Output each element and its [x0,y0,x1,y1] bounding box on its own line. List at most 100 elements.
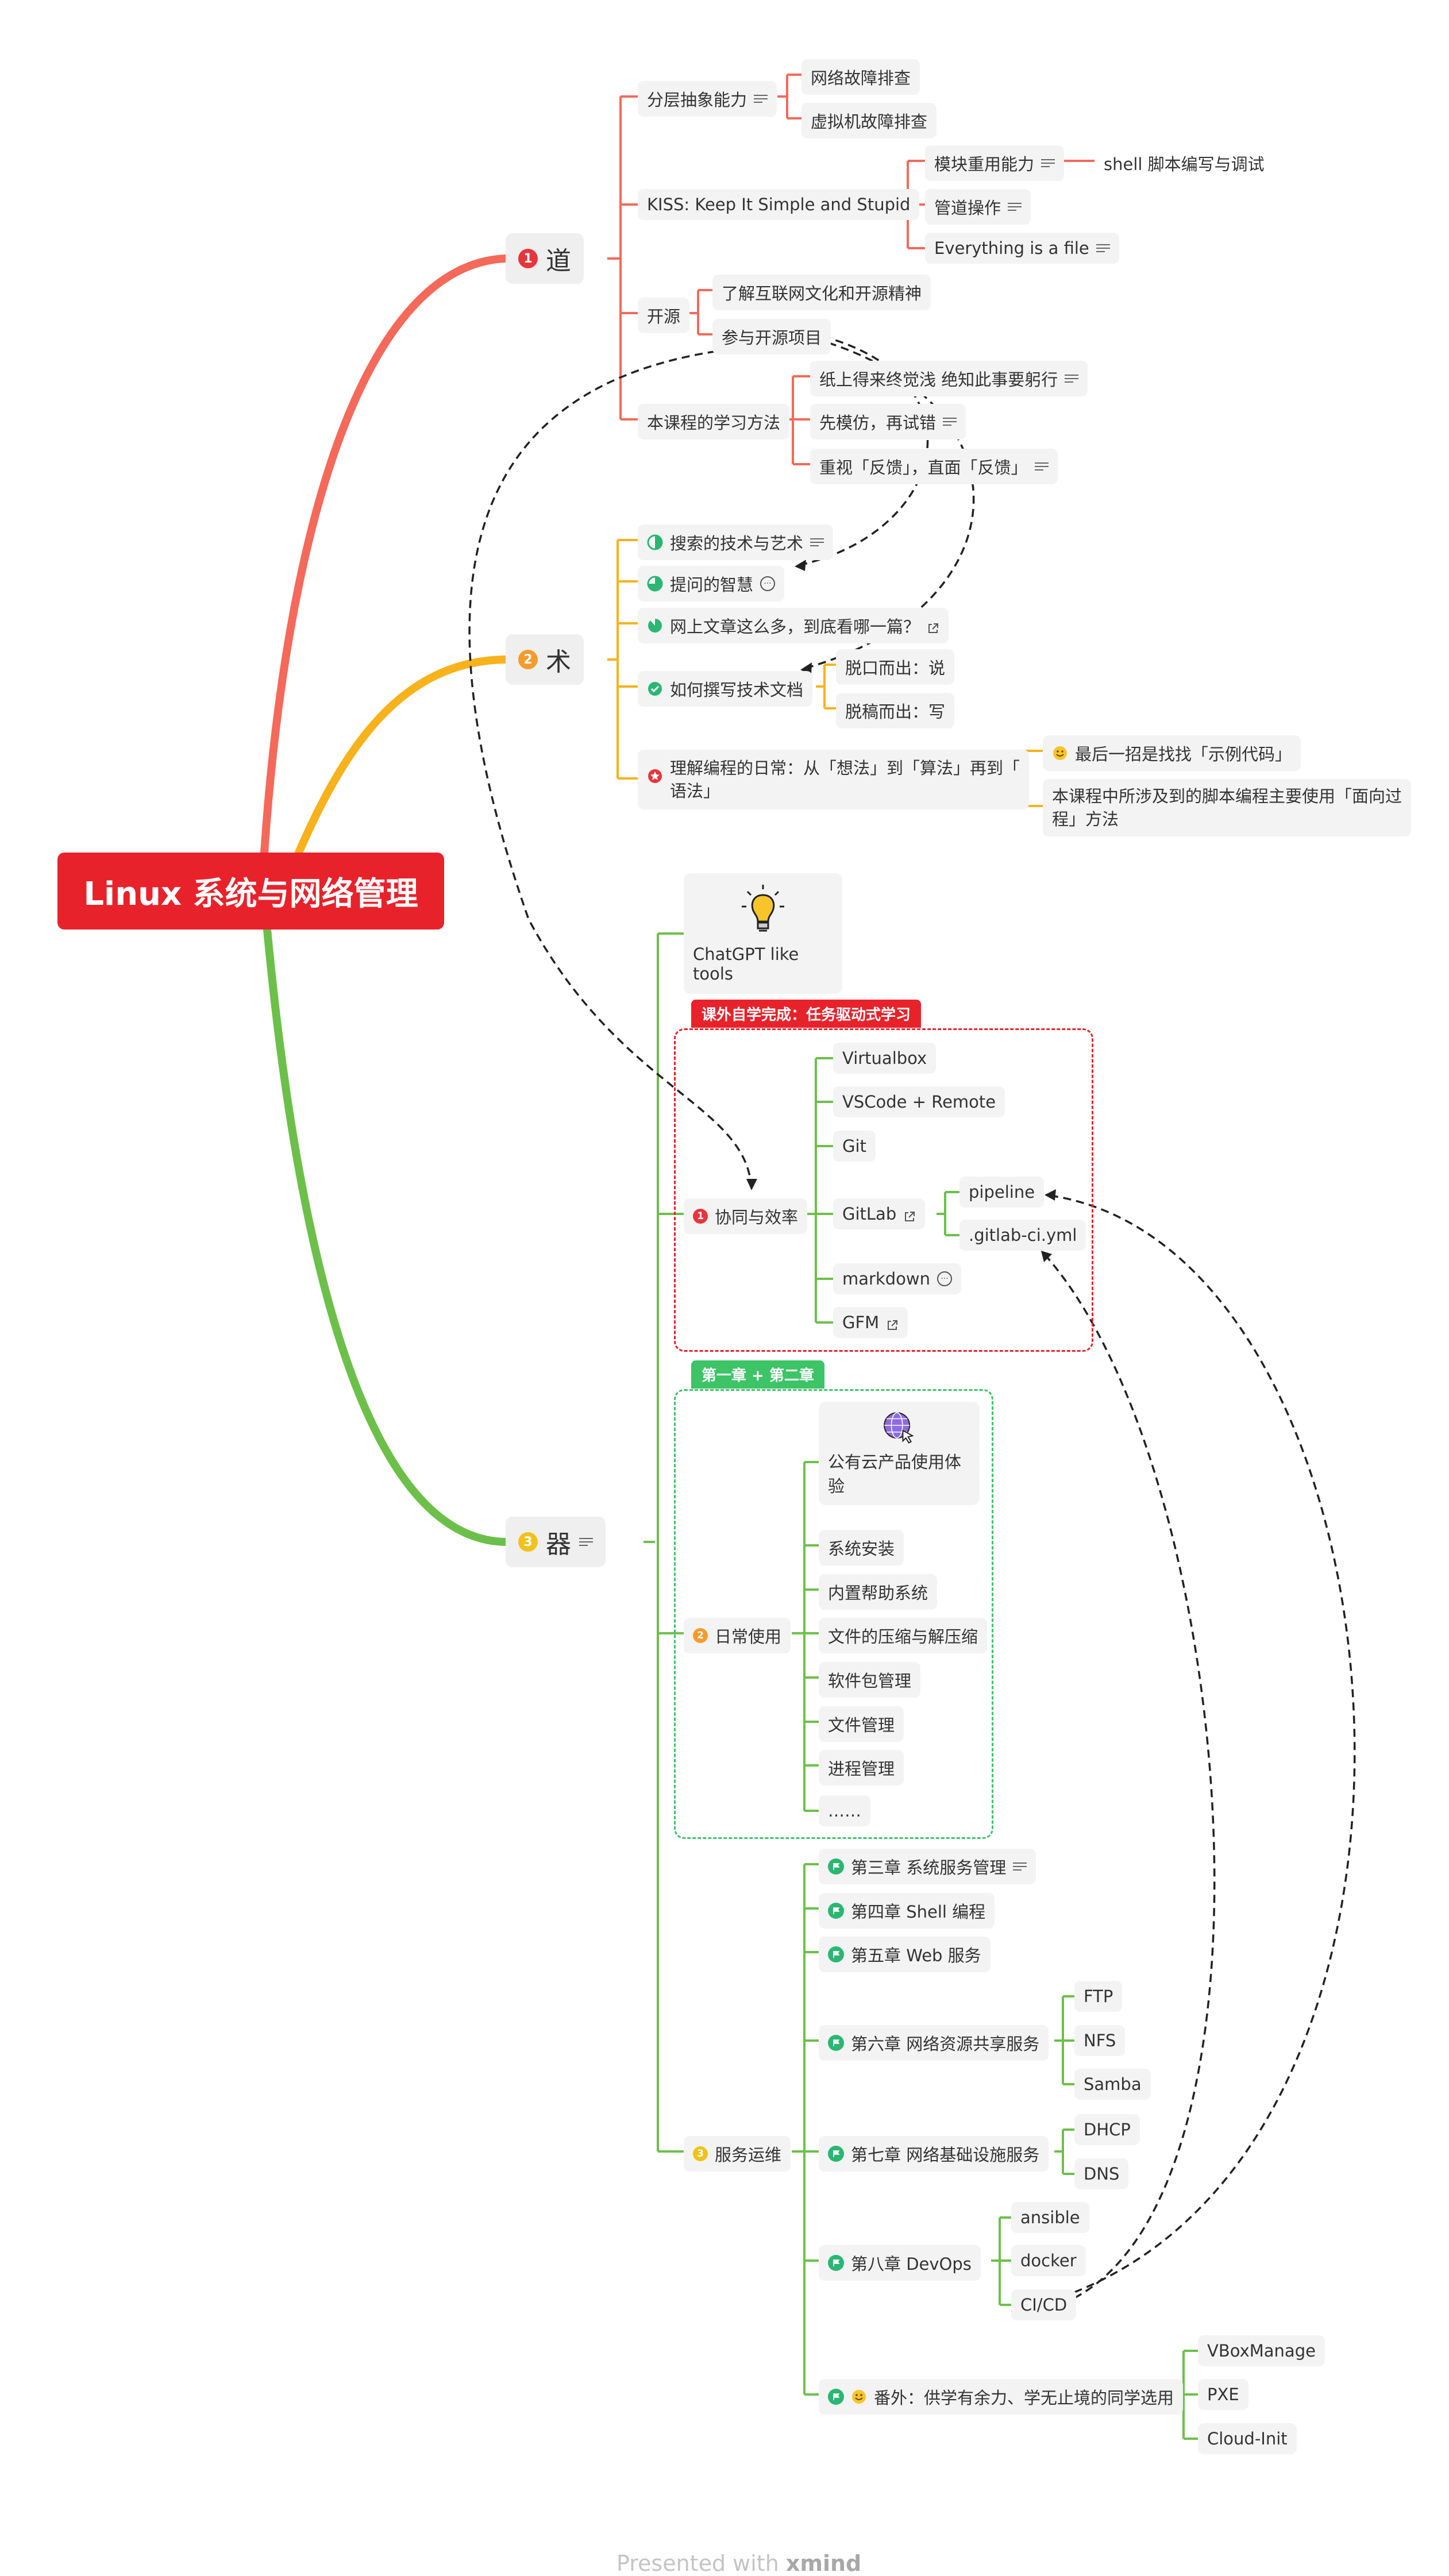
node-vscode[interactable]: VSCode + Remote [833,1086,1005,1117]
note-icon[interactable] [1041,158,1055,168]
topic-qi[interactable]: 3 器 [506,1517,606,1567]
node-module-reuse[interactable]: 模块重用能力 [925,145,1065,181]
node-pipeline[interactable]: pipeline [959,1177,1045,1208]
more-icon[interactable]: ··· [937,1271,952,1286]
node-package[interactable]: 软件包管理 [819,1662,921,1698]
node-samba[interactable]: Samba [1074,2069,1151,2100]
node-gitlab[interactable]: GitLab [833,1198,926,1229]
flag-icon [828,1858,844,1875]
note-icon[interactable] [1034,461,1049,472]
note-icon[interactable] [1065,373,1079,384]
node-dns[interactable]: DNS [1074,2158,1129,2189]
node-label: 内置帮助系统 [828,1583,928,1603]
node-procedural[interactable]: 本课程中所涉及到的脚本编程主要使用「面向过 程」方法 [1043,779,1412,836]
node-tech-doc[interactable]: 如何撰写技术文档 [638,671,813,707]
node-pxe[interactable]: PXE [1198,2379,1248,2410]
globe-cursor-icon [884,1412,914,1444]
node-ch7[interactable]: 第七章 网络基础设施服务 [819,2136,1049,2172]
node-xietong[interactable]: 1 协同与效率 [684,1198,808,1234]
node-cloud-init[interactable]: Cloud-Init [1198,2423,1297,2454]
note-icon[interactable] [1096,243,1110,253]
node-write[interactable]: 脱稿而出：写 [836,693,955,728]
node-kiss[interactable]: KISS: Keep It Simple and Stupid [638,189,920,220]
node-virtualbox[interactable]: Virtualbox [833,1043,937,1074]
node-programming-daily[interactable]: 理解编程的日常：从「想法」到「算法」再到「 语法」 [638,750,1030,809]
node-ch8[interactable]: 第八章 DevOps [819,2245,981,2281]
note-icon[interactable] [1008,202,1022,212]
flag-icon [828,2255,844,2271]
node-shell-script[interactable]: shell 脚本编写与调试 [1095,145,1274,181]
node-ellipsis[interactable]: …… [819,1795,870,1826]
boundary-red [674,1028,1093,1352]
node-richang[interactable]: 2 日常使用 [684,1618,791,1653]
node-imitate[interactable]: 先模仿，再试错 [810,404,966,439]
node-everything-file[interactable]: Everything is a file [925,233,1119,264]
node-label: 日常使用 [715,1627,782,1646]
node-label: VSCode + Remote [842,1092,996,1112]
topic-shu[interactable]: 2 术 [506,634,584,685]
node-nfs[interactable]: NFS [1074,2025,1126,2056]
node-ch3[interactable]: 第三章 系统服务管理 [819,1849,1036,1884]
node-join-open-source[interactable]: 参与开源项目 [712,319,831,354]
node-ask-wisdom[interactable]: 提问的智慧 ··· [638,566,785,601]
node-label: 第六章 网络资源共享服务 [851,2034,1040,2054]
node-method[interactable]: 本课程的学习方法 [638,404,790,439]
node-vboxmanage[interactable]: VBoxManage [1198,2335,1325,2366]
node-ch5[interactable]: 第五章 Web 服务 [819,1937,991,1972]
node-file-mgmt[interactable]: 文件管理 [819,1706,904,1742]
node-ftp[interactable]: FTP [1074,1981,1123,2012]
flag-icon [828,1903,844,1919]
node-cloud[interactable]: 公有云产品使用体验 [819,1402,980,1505]
node-ansible[interactable]: ansible [1011,2202,1089,2233]
node-ch6[interactable]: 第六章 网络资源共享服务 [819,2025,1049,2061]
node-fenceng[interactable]: 分层抽象能力 [638,81,777,117]
node-gitlab-ci[interactable]: .gitlab-ci.yml [959,1220,1086,1251]
link-icon[interactable] [927,619,939,633]
note-icon[interactable] [579,1537,593,1547]
branch-dao [260,254,510,857]
node-gfm[interactable]: GFM [833,1307,908,1338]
node-which-article[interactable]: 网上文章这么多，到底看哪一篇？ [638,608,949,643]
node-markdown[interactable]: markdown ··· [833,1263,961,1294]
node-git[interactable]: Git [833,1131,876,1162]
link-icon[interactable] [903,1208,916,1221]
node-yunwei[interactable]: 3 服务运维 [684,2136,791,2172]
node-install[interactable]: 系统安装 [819,1530,904,1565]
node-chatgpt[interactable]: ChatGPT like tools [684,873,842,994]
node-label: 文件的压缩与解压缩 [828,1627,978,1646]
node-vm-trouble[interactable]: 虚拟机故障排查 [801,103,937,138]
node-cicd[interactable]: CI/CD [1011,2289,1077,2320]
node-practice[interactable]: 纸上得来终觉浅 绝知此事要躬行 [810,361,1088,396]
node-search-art[interactable]: 搜索的技术与艺术 [638,525,834,560]
xmind-logo: xmind [785,2551,862,2576]
node-compress[interactable]: 文件的压缩与解压缩 [819,1618,988,1653]
node-label: ChatGPT like tools [693,944,799,984]
topic-dao[interactable]: 1 道 [506,233,584,284]
node-dhcp[interactable]: DHCP [1074,2114,1140,2145]
node-pipe[interactable]: 管道操作 [925,189,1031,225]
node-extra[interactable]: 番外：供学有余力、学无止境的同学选用 [819,2379,1184,2415]
node-label: 进程管理 [828,1759,895,1779]
note-icon[interactable] [1013,1861,1027,1872]
more-icon[interactable]: ··· [760,576,776,591]
lightbulb-icon [742,885,784,932]
node-process[interactable]: 进程管理 [819,1750,904,1786]
note-icon[interactable] [754,94,768,104]
note-icon[interactable] [810,537,824,547]
node-feedback[interactable]: 重视「反馈」，直面「反馈」 [810,449,1058,484]
link-icon[interactable] [886,1316,899,1330]
node-kaiyuan[interactable]: 开源 [638,298,690,333]
node-label: NFS [1084,2031,1116,2050]
node-ch4[interactable]: 第四章 Shell 编程 [819,1893,995,1929]
note-icon[interactable] [943,417,957,427]
node-help[interactable]: 内置帮助系统 [819,1574,938,1610]
priority-2-icon: 2 [693,1628,708,1643]
node-label: 提问的智慧 [670,575,754,595]
node-docker[interactable]: docker [1011,2245,1086,2276]
node-open-culture[interactable]: 了解互联网文化和开源精神 [712,275,931,310]
node-example-code[interactable]: 最后一招是找找「示例代码」 [1043,735,1301,771]
node-network-trouble[interactable]: 网络故障排查 [801,59,920,95]
star-icon [648,769,662,783]
root-topic[interactable]: Linux 系统与网络管理 [57,853,444,930]
node-speak[interactable]: 脱口而出：说 [836,649,955,685]
